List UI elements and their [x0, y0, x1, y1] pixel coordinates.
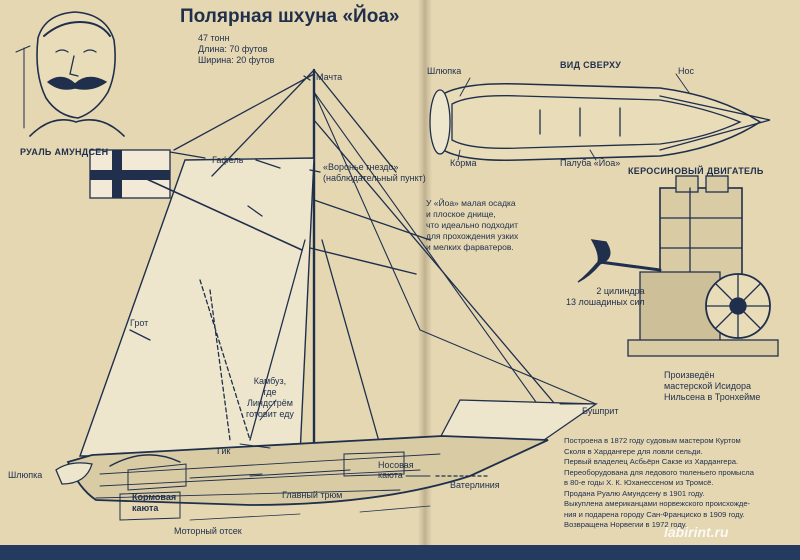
history-line-6: Продана Руалю Амундсену в 1901 году. [564, 488, 705, 498]
cover-edge [0, 545, 800, 560]
maker-line-2: мастерской Исидора [664, 381, 752, 391]
history-line-7: Выкуплена американцами норвежского проис… [564, 499, 751, 508]
top-view-drawing [429, 73, 771, 162]
label-mast: Мачта [316, 72, 343, 82]
topview-label-boat: Шлюпка [427, 66, 462, 76]
history-line-4: Переоборудована для ледового тюленьего п… [564, 467, 754, 477]
galley-line-4: готовит еду [246, 409, 294, 419]
label-crows-nest: «Вороньe гнездо» (наблюдательный пункт) [323, 162, 426, 184]
engine-power: 13 лошадиных сил [566, 297, 645, 307]
spec-width: Ширина: 20 футов [198, 55, 275, 65]
shallow-draft-note: У «Йоа» малая осадка и плоское днище, чт… [426, 198, 556, 253]
engine-drawing [577, 175, 779, 357]
bow-cabin-line-2: каюта [378, 470, 403, 480]
label-stern-cabin: Кормовая каюта [132, 492, 176, 514]
topview-label-deck: Палуба «Йоа» [560, 158, 621, 168]
history-line-1: Построена в 1872 году судовым мастером К… [564, 436, 741, 445]
engine-maker: Произведён мастерской Исидора Нильсена в… [664, 370, 760, 403]
label-engine-room: Моторный отсек [174, 526, 242, 536]
history-line-8: ния и подарена городу Сан-Франциско в 19… [564, 509, 745, 519]
label-boat-left: Шлюпка [8, 470, 43, 480]
amundsen-portrait [15, 11, 125, 137]
topview-label-bow: Нос [678, 66, 695, 76]
label-gaff: Гафель [212, 155, 244, 165]
label-main-hold: Главный трюм [282, 490, 343, 500]
book-gutter [418, 0, 432, 545]
history-text: Построена в 1872 году судовым мастером К… [564, 436, 792, 531]
label-boom: Гик [217, 446, 231, 456]
history-line-9: Возвращена Норвегии в 1972 году. [564, 520, 687, 529]
shallow-line-5: и мелких фарватеров. [426, 242, 514, 252]
stern-cabin-line-2: каюта [132, 503, 159, 513]
shallow-line-1: У «Йоа» малая осадка [426, 198, 516, 208]
history-line-3: Первый владелец Асбьёрн Сакзе из Харданг… [564, 457, 739, 466]
history-line-2: Сколя в Хардангере для ловли сельди. [564, 446, 703, 456]
label-bowsprit: Бушприт [582, 406, 619, 416]
shallow-line-4: для прохождения узких [426, 231, 519, 241]
label-mainsail: Грот [130, 318, 149, 328]
label-galley: Камбуз, где Линдстрём готовит еду [246, 376, 294, 420]
ship-illustration [15, 11, 779, 521]
shallow-line-2: и плоское днище, [426, 209, 496, 219]
engine-specs: 2 цилиндра 13 лошадиных сил [566, 286, 645, 308]
galley-line-1: Камбуз, [253, 376, 287, 386]
page-title: Полярная шхуна «Йоа» [180, 6, 400, 27]
watermark: labirint.ru [664, 524, 729, 540]
label-bow-cabin: Носовая каюта [378, 460, 414, 480]
norway-flag [89, 149, 206, 199]
galley-line-2: где [263, 387, 277, 397]
shallow-line-3: что идеально подходит [426, 220, 519, 230]
label-waterline: Ватерлиния [450, 480, 500, 490]
galley-line-3: Линдстрём [246, 398, 293, 408]
maker-line-1: Произведён [664, 370, 715, 380]
stern-cabin-line-1: Кормовая [132, 492, 177, 502]
topview-label-stern: Корма [450, 158, 477, 168]
crows-nest-line-1: «Вороньe гнездо» [323, 162, 399, 172]
history-line-5: в 80-е годы Х. К. Юханессеном из Тромсё. [564, 478, 714, 487]
engine-heading: КЕРОСИНОВЫЙ ДВИГАТЕЛЬ [628, 166, 764, 176]
portrait-caption: РУАЛЬ АМУНДСЕН [20, 147, 109, 157]
maker-line-3: Нильсена в Тронхейме [664, 392, 761, 402]
bow-cabin-line-1: Носовая [378, 460, 414, 470]
specs-block: 47 тонн Длина: 70 футов Ширина: 20 футов [198, 33, 274, 66]
spec-tonnage: 47 тонн [198, 33, 230, 43]
spec-length: Длина: 70 футов [198, 44, 268, 54]
engine-cylinders: 2 цилиндра [596, 286, 645, 296]
topview-heading: ВИД СВЕРХУ [560, 60, 622, 70]
crows-nest-line-2: (наблюдательный пункт) [323, 173, 426, 183]
